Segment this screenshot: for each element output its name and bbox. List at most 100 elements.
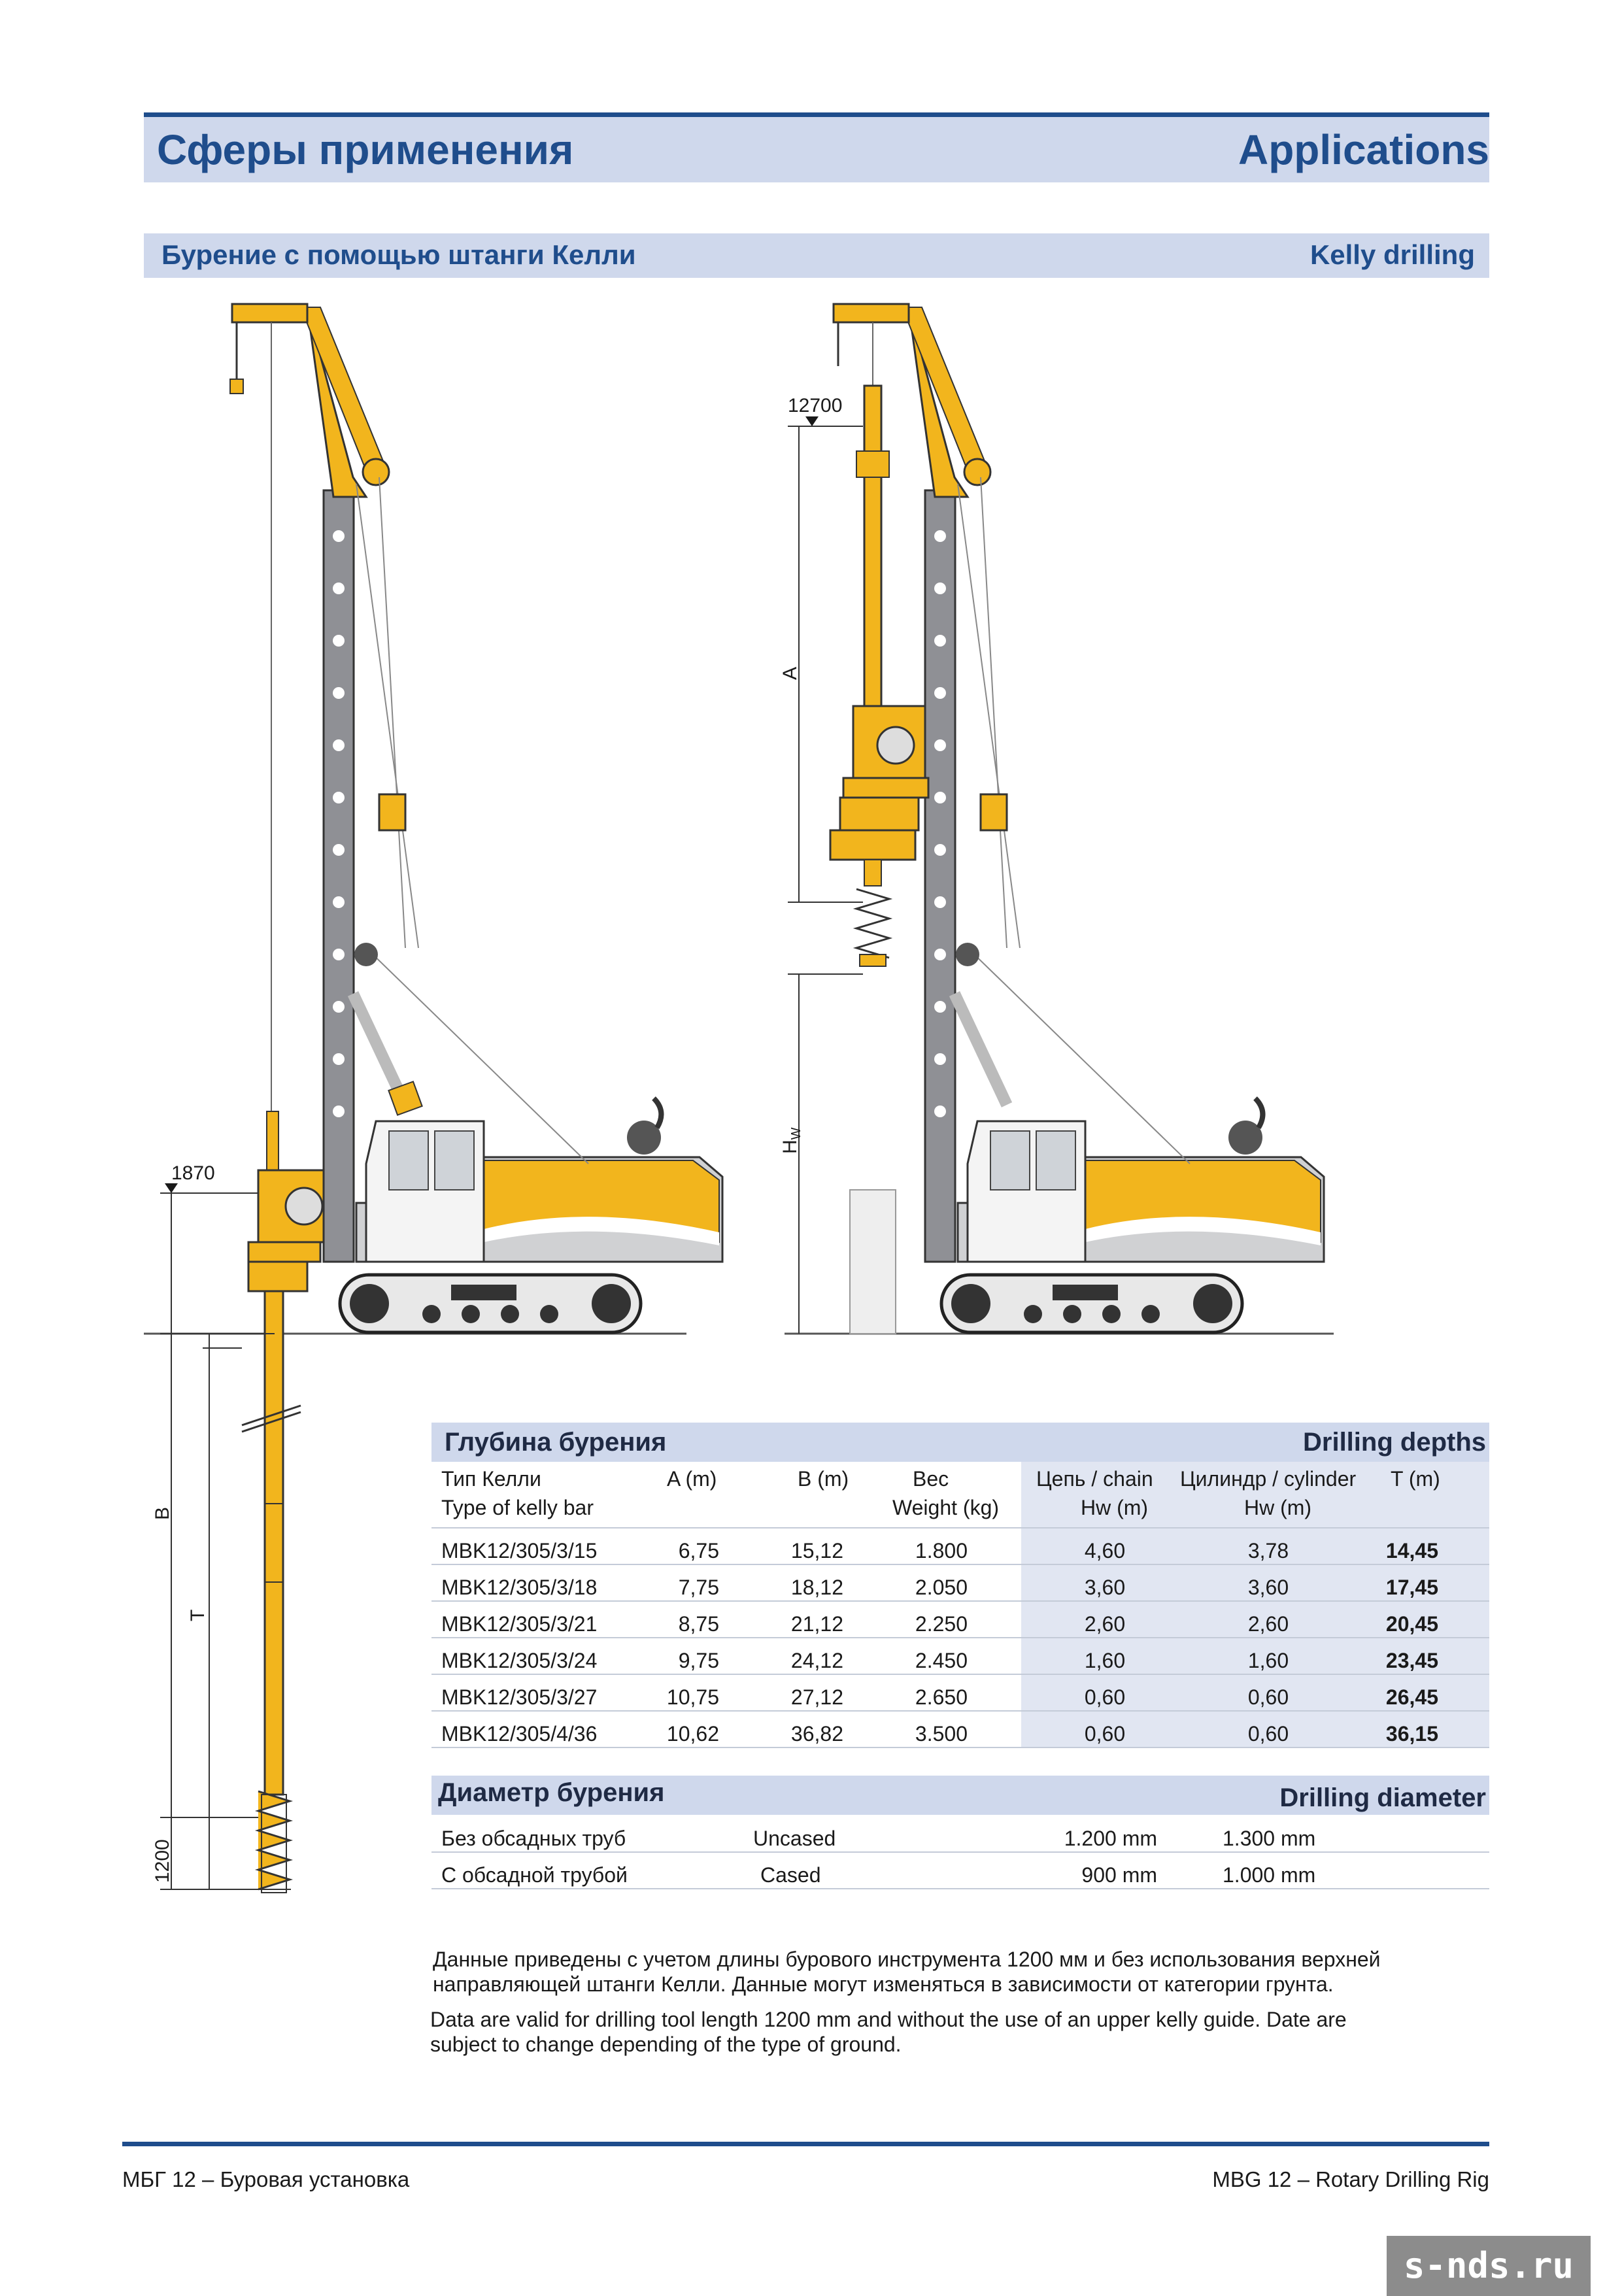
depths-title-en: Drilling depths [1303, 1428, 1486, 1457]
diameter-row-ru: Без обсадных труб [441, 1827, 626, 1850]
row-t: 36,15 [1385, 1722, 1438, 1746]
row-chain: 3,60 [1084, 1576, 1126, 1599]
row-type: MBK12/305/3/15 [441, 1539, 598, 1562]
rig-drawing: 1870 B T 1200 [144, 303, 1334, 1893]
row-divider [431, 1888, 1489, 1889]
row-chain: 0,60 [1084, 1685, 1126, 1709]
row-divider [431, 1564, 1489, 1565]
col-header-b: B (m) [798, 1467, 849, 1491]
row-b: 15,12 [790, 1539, 843, 1562]
note-en-line-2: subject to change depending of the type … [430, 2033, 902, 2056]
footer-title-ru: МБГ 12 – Буровая установка [122, 2167, 410, 2191]
section-band [144, 231, 1489, 278]
diameter-row-ru: С обсадной трубой [441, 1863, 628, 1887]
row-a: 7,75 [678, 1576, 719, 1599]
col-header-chain-hw: Hw (m) [1081, 1496, 1149, 1519]
row-cylinder: 3,60 [1247, 1576, 1289, 1599]
col-header-type-en: Type of kelly bar [441, 1496, 594, 1519]
dim-1200-label: 1200 [152, 1839, 173, 1883]
row-t: 20,45 [1385, 1612, 1438, 1636]
dim-1870-label: 1870 [171, 1162, 215, 1184]
row-weight: 1.800 [915, 1539, 968, 1562]
row-t: 23,45 [1385, 1649, 1438, 1672]
row-weight: 2.050 [915, 1576, 968, 1599]
diameter-row-en: Cased [760, 1863, 821, 1887]
diameter-row-value-2: 1.300 mm [1223, 1827, 1316, 1850]
dim-12700-label: 12700 [788, 395, 842, 416]
row-divider [431, 1710, 1489, 1712]
col-header-cylinder-hw: Hw (m) [1244, 1496, 1312, 1519]
row-weight: 2.250 [915, 1612, 968, 1636]
dim-hw-label: HW [779, 1127, 803, 1154]
note-en-line-1: Data are valid for drilling tool length … [430, 2008, 1347, 2031]
row-type: MBK12/305/3/18 [441, 1576, 598, 1599]
row-t: 17,45 [1385, 1576, 1438, 1599]
col-header-chain: Цепь / chain [1036, 1467, 1153, 1491]
row-weight: 2.450 [915, 1649, 968, 1672]
row-a: 10,62 [666, 1722, 719, 1746]
row-chain: 0,60 [1084, 1722, 1126, 1746]
row-cylinder: 1,60 [1247, 1649, 1289, 1672]
note-ru-line-1: Данные приведены с учетом длины бурового… [433, 1948, 1381, 1971]
row-divider [431, 1600, 1489, 1602]
depths-table-header [431, 1423, 1489, 1462]
row-a: 8,75 [678, 1612, 719, 1636]
right-rig [829, 303, 1325, 1334]
col-header-t: T (m) [1391, 1467, 1440, 1491]
row-a: 9,75 [678, 1649, 719, 1672]
dim-t-label: T [187, 1610, 209, 1621]
watermark: s-nds.ru [1386, 2236, 1591, 2296]
col-header-cylinder: Цилиндр / cylinder [1180, 1467, 1357, 1491]
row-cylinder: 0,60 [1247, 1722, 1289, 1746]
row-type: MBK12/305/4/36 [441, 1722, 598, 1746]
row-b: 18,12 [790, 1576, 843, 1599]
left-rig [229, 303, 724, 1893]
note-ru-line-2: направляющей штанги Келли. Данные могут … [433, 1972, 1334, 1996]
section-title-ru: Бурение с помощью штанги Келли [161, 239, 636, 270]
row-chain: 4,60 [1084, 1539, 1126, 1562]
depths-title-ru: Глубина бурения [445, 1428, 667, 1457]
row-a: 10,75 [666, 1685, 719, 1709]
row-b: 27,12 [790, 1685, 843, 1709]
row-type: MBK12/305/3/21 [441, 1612, 598, 1636]
header-rule [144, 112, 1489, 117]
diameter-title-en: Drilling diameter [1279, 1783, 1486, 1812]
page-title-ru: Сферы применения [157, 126, 574, 173]
diameter-row-value-2: 1.000 mm [1223, 1863, 1316, 1887]
col-header-a: A (m) [667, 1467, 717, 1491]
row-chain: 1,60 [1084, 1649, 1126, 1672]
diameter-title-ru: Диаметр бурения [438, 1778, 665, 1807]
row-type: MBK12/305/3/27 [441, 1685, 598, 1709]
row-weight: 2.650 [915, 1685, 968, 1709]
row-divider [431, 1851, 1489, 1853]
dim-b-label: B [152, 1507, 173, 1520]
col-header-weight-en: Weight (kg) [892, 1496, 1000, 1519]
col-header-weight-ru: Вес [913, 1467, 949, 1491]
page-title-en: Applications [1238, 126, 1489, 173]
diameter-table-header [431, 1776, 1489, 1815]
row-b: 24,12 [790, 1649, 843, 1672]
row-a: 6,75 [678, 1539, 719, 1562]
row-t: 26,45 [1385, 1685, 1438, 1709]
row-b: 21,12 [790, 1612, 843, 1636]
footer-rule [122, 2142, 1489, 2146]
row-cylinder: 2,60 [1247, 1612, 1289, 1636]
row-divider [431, 1747, 1489, 1748]
row-divider [431, 1527, 1489, 1528]
row-cylinder: 3,78 [1247, 1539, 1289, 1562]
hw-columns-shading [1021, 1462, 1489, 1747]
diameter-row-en: Uncased [753, 1827, 836, 1850]
col-header-type-ru: Тип Келли [441, 1467, 541, 1491]
section-title-en: Kelly drilling [1309, 239, 1475, 270]
row-chain: 2,60 [1084, 1612, 1126, 1636]
diameter-row-value-1: 1.200 mm [1064, 1827, 1157, 1850]
diameter-row-value-1: 900 mm [1081, 1863, 1157, 1887]
row-b: 36,82 [790, 1722, 843, 1746]
row-divider [431, 1637, 1489, 1638]
dim-a-label: A [779, 667, 801, 680]
row-type: MBK12/305/3/24 [441, 1649, 598, 1672]
header-band [144, 117, 1489, 182]
row-divider [431, 1674, 1489, 1675]
row-t: 14,45 [1385, 1539, 1438, 1562]
row-weight: 3.500 [915, 1722, 968, 1746]
